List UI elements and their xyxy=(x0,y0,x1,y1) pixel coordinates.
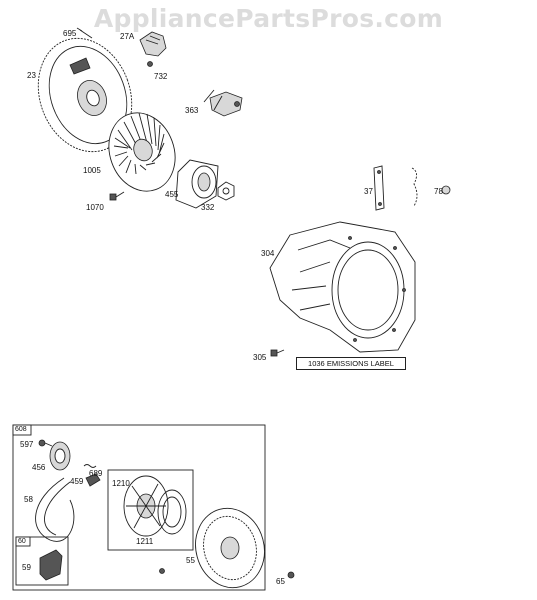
callout-456[interactable]: 456 xyxy=(32,463,46,472)
callout-695[interactable]: 695 xyxy=(63,29,77,38)
watermark-logo: AppliancePartsPros.com xyxy=(93,4,444,33)
callout-1210[interactable]: 1210 xyxy=(112,479,130,488)
callout-59[interactable]: 59 xyxy=(22,563,31,572)
assembly-608-tag xyxy=(12,424,32,436)
part-58-rope[interactable] xyxy=(35,477,75,542)
callout-363[interactable]: 363 xyxy=(185,106,199,115)
callout-55[interactable]: 55 xyxy=(186,556,195,565)
callout-304[interactable]: 304 xyxy=(261,249,275,258)
part-305-bolt[interactable] xyxy=(270,349,285,357)
part-1070-bolt[interactable] xyxy=(109,191,125,201)
callout-65[interactable]: 65 xyxy=(276,577,285,586)
part-23-flywheel[interactable] xyxy=(23,25,147,165)
part-screw-near-55[interactable] xyxy=(159,568,165,574)
part-27a-bracket[interactable] xyxy=(139,31,167,57)
callout-1005[interactable]: 1005 xyxy=(83,166,101,175)
emissions-label-box[interactable]: 1036 EMISSIONS LABEL xyxy=(296,357,406,370)
callout-60[interactable]: 60 xyxy=(18,538,26,545)
callout-58[interactable]: 58 xyxy=(24,495,33,504)
callout-305[interactable]: 305 xyxy=(253,353,267,362)
part-455-cup[interactable] xyxy=(175,159,219,209)
part-304-blower-housing[interactable] xyxy=(269,221,416,353)
callout-332[interactable]: 332 xyxy=(201,203,215,212)
part-1005-fan[interactable] xyxy=(98,103,186,200)
part-456-pulley[interactable] xyxy=(49,441,71,471)
part-363-bracket[interactable] xyxy=(203,89,243,117)
part-65-screw[interactable] xyxy=(287,571,295,579)
part-695-screw[interactable] xyxy=(76,27,93,39)
callout-597[interactable]: 597 xyxy=(20,440,34,449)
part-689-spring[interactable] xyxy=(83,464,97,468)
callout-608[interactable]: 608 xyxy=(15,426,27,433)
part-78-gasket[interactable] xyxy=(411,167,451,207)
assembly-60-box xyxy=(15,536,69,586)
part-459-pawl[interactable] xyxy=(85,473,101,487)
part-59-handle[interactable] xyxy=(39,549,63,581)
part-1211-spring[interactable] xyxy=(157,489,187,535)
callout-1070[interactable]: 1070 xyxy=(86,203,104,212)
callout-1211[interactable]: 1211 xyxy=(136,537,154,546)
part-332-nut[interactable] xyxy=(217,181,235,201)
callout-37[interactable]: 37 xyxy=(364,187,373,196)
assembly-1210-box xyxy=(107,469,194,551)
part-55-starter-cover[interactable] xyxy=(187,501,273,596)
callout-732[interactable]: 732 xyxy=(154,72,168,81)
callout-689[interactable]: 689 xyxy=(89,469,103,478)
callout-78[interactable]: 78 xyxy=(434,187,443,196)
part-37-plate[interactable] xyxy=(373,165,385,211)
callout-27a[interactable]: 27A xyxy=(120,32,135,41)
assembly-608-box xyxy=(12,424,266,591)
assembly-60-tag xyxy=(15,536,31,547)
callout-459[interactable]: 459 xyxy=(70,477,84,486)
callout-455[interactable]: 455 xyxy=(165,190,179,199)
callout-23[interactable]: 23 xyxy=(27,71,36,80)
part-732-screw[interactable] xyxy=(147,61,153,67)
part-1210-pulley[interactable] xyxy=(123,475,169,537)
part-597-screw[interactable] xyxy=(38,439,53,447)
